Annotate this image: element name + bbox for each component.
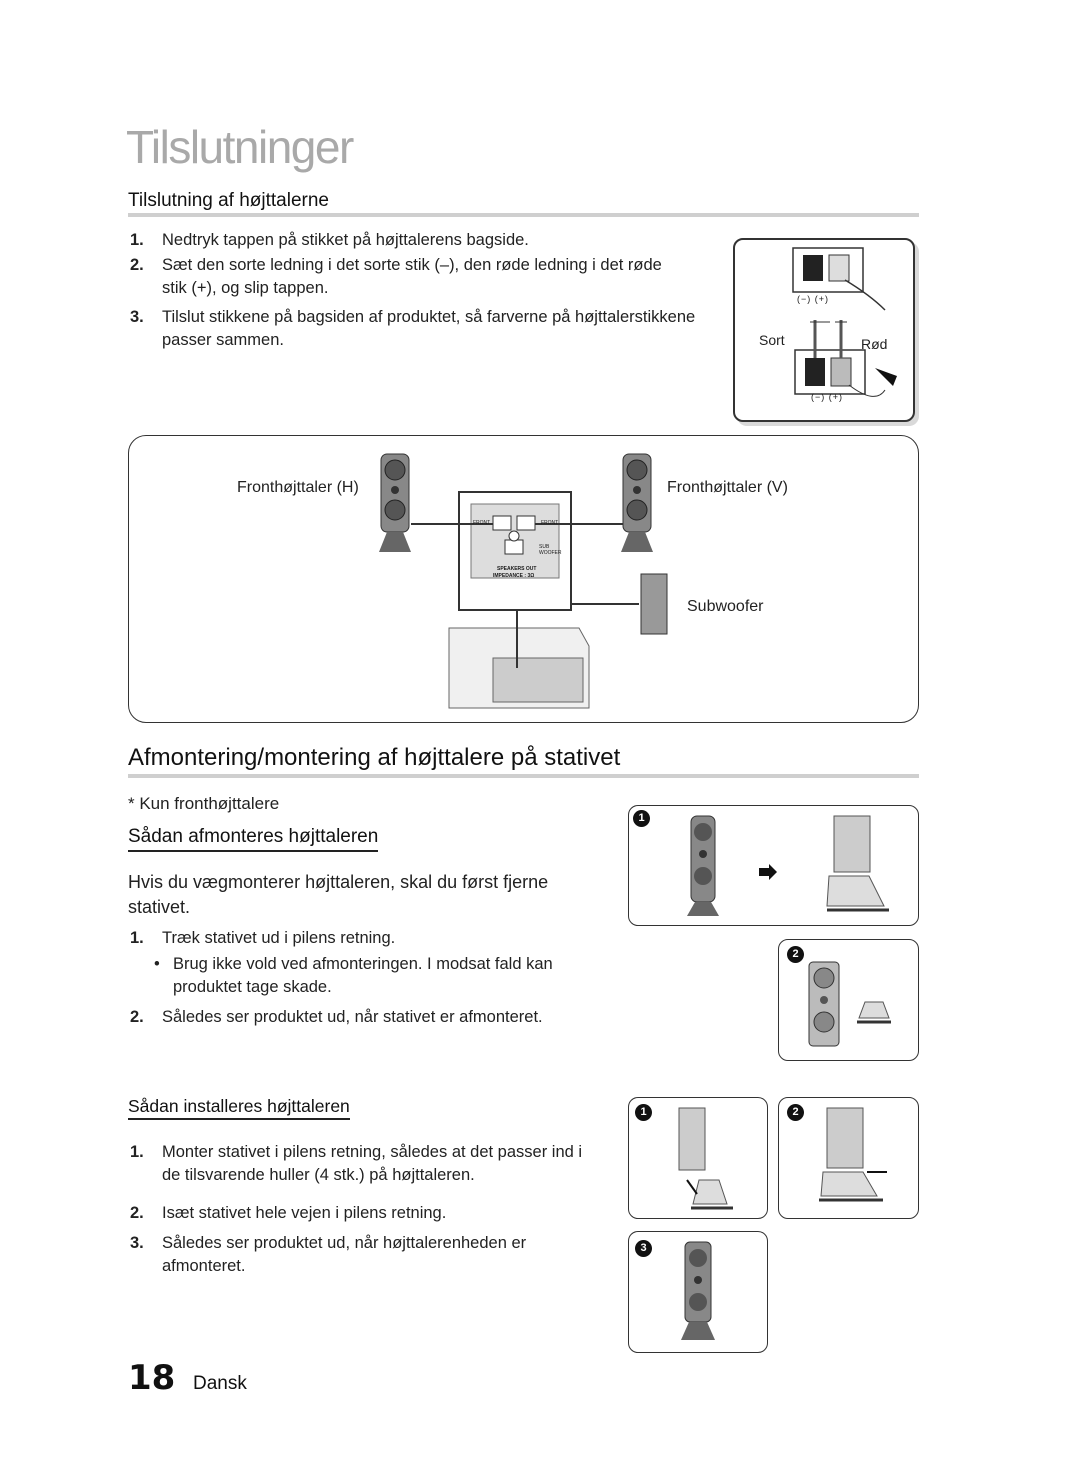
- bullet-mark: •: [154, 955, 160, 973]
- step-badge-3: 3: [635, 1240, 652, 1257]
- step-text: Isæt stativet hele vejen i pilens retnin…: [162, 1204, 447, 1222]
- install-figure-2-drawing: [819, 1107, 887, 1202]
- step-text: Således ser produktet ud, når stativet e…: [162, 1008, 543, 1026]
- install-figure-3: 3: [628, 1231, 768, 1353]
- heading-remove-stand: Sådan afmonteres højttaleren: [128, 826, 379, 852]
- polarity-label-top: (−) (+): [797, 294, 830, 304]
- remove-figure-1-drawing: [687, 815, 889, 916]
- panel-label-speakers-out: SPEAKERS OUT: [497, 566, 537, 572]
- step-number: 1.: [130, 929, 144, 947]
- polarity-label-bottom: (−) (+): [811, 392, 844, 402]
- step-badge-2: 2: [787, 946, 804, 963]
- step-text-line1: Tilslut stikkene på bagsiden af produkte…: [162, 308, 696, 326]
- panel-label-front-l: FRONT: [541, 520, 559, 526]
- heading-install-stand: Sådan installeres højttaleren: [128, 1096, 350, 1120]
- step-text-line1: Monter stativet i pilens retning, sålede…: [162, 1143, 583, 1161]
- bullet-text-line1: Brug ikke vold ved afmonteringen. I mods…: [173, 955, 553, 973]
- language-label: Dansk: [193, 1373, 247, 1394]
- connection-drawing: [379, 453, 668, 709]
- install-step-1: 1. Monter stativet i pilens retning, sål…: [130, 1141, 610, 1187]
- remove-intro-line1: Hvis du vægmonterer højttaleren, skal du…: [128, 872, 549, 892]
- terminal-illustration: (−) (+) Sort Rød (−) (+): [733, 238, 915, 422]
- remove-intro-line2: stativet.: [128, 897, 191, 917]
- install-step-2: 2. Isæt stativet hele vejen i pilens ret…: [130, 1202, 610, 1225]
- step-2: 2. Sæt den sorte ledning i det sorte sti…: [130, 254, 710, 300]
- section-rule: [128, 213, 919, 217]
- page-number: 18: [128, 1358, 176, 1398]
- step-number: 1.: [130, 1143, 144, 1161]
- section-title-speaker-connection: Tilslutning af højttalerne: [128, 190, 330, 211]
- step-text-line2: stik (+), og slip tappen.: [162, 279, 329, 297]
- remove-figure-2: 2: [778, 939, 919, 1061]
- install-step-3: 3. Således ser produktet ud, når højttal…: [130, 1232, 610, 1278]
- remove-bullet: • Brug ikke vold ved afmonteringen. I mo…: [154, 953, 594, 999]
- bullet-text-line2: produktet tage skade.: [173, 978, 332, 996]
- install-figure-1: 1: [628, 1097, 768, 1219]
- remove-step-1: 1. Træk stativet ud i pilens retning.: [130, 927, 600, 950]
- step-text: Træk stativet ud i pilens retning.: [162, 929, 396, 947]
- step-3: 3. Tilslut stikkene på bagsiden af produ…: [130, 306, 720, 352]
- step-number: 1.: [130, 231, 144, 249]
- remove-figure-2-drawing: [808, 961, 891, 1047]
- remove-figure-1: 1: [628, 805, 919, 926]
- install-figure-3-drawing: [681, 1241, 715, 1340]
- step-text-line1: Sæt den sorte ledning i det sorte stik (…: [162, 256, 662, 274]
- step-text: Nedtryk tappen på stikket på højttaleren…: [162, 231, 529, 249]
- step-number: 2.: [130, 1204, 144, 1222]
- panel-label-front-r: FRONT: [473, 520, 491, 526]
- label-front-left-speaker: Fronthøjttaler (V): [667, 479, 788, 496]
- label-red: Rød: [861, 336, 888, 352]
- section-rule: [128, 774, 919, 778]
- section-title-stand: Afmontering/montering af højttalere på s…: [128, 744, 621, 771]
- label-black: Sort: [759, 332, 785, 348]
- label-subwoofer: Subwoofer: [687, 598, 764, 615]
- install-figure-1-drawing: [678, 1107, 733, 1210]
- step-number: 2.: [130, 256, 144, 274]
- step-badge-2: 2: [787, 1104, 804, 1121]
- panel-label-impedance: IMPEDANCE : 3Ω: [493, 573, 535, 579]
- step-1: 1. Nedtryk tappen på stikket på højttale…: [130, 229, 710, 252]
- install-figure-2: 2: [778, 1097, 919, 1219]
- remove-step-2: 2. Således ser produktet ud, når stative…: [130, 1006, 600, 1029]
- connection-diagram: Fronthøjttaler (H) Fronthøjttaler (V) Su…: [128, 435, 919, 723]
- panel-label-sub: SUB WOOFER: [539, 544, 562, 556]
- step-number: 2.: [130, 1008, 144, 1026]
- step-text-line2: de tilsvarende huller (4 stk.) på højtta…: [162, 1166, 475, 1184]
- step-badge-1: 1: [633, 810, 650, 827]
- step-text-line2: afmonteret.: [162, 1257, 246, 1275]
- step-badge-1: 1: [635, 1104, 652, 1121]
- step-number: 3.: [130, 1234, 144, 1252]
- label-front-right-speaker: Fronthøjttaler (H): [237, 479, 359, 496]
- step-text-line1: Således ser produktet ud, når højttalere…: [162, 1234, 527, 1252]
- chapter-title: Tilslutninger: [126, 121, 354, 173]
- step-number: 3.: [130, 308, 144, 326]
- step-text-line2: passer sammen.: [162, 331, 284, 349]
- note-front-speakers: * Kun fronthøjttalere: [128, 794, 280, 813]
- terminal-drawing: [792, 247, 897, 397]
